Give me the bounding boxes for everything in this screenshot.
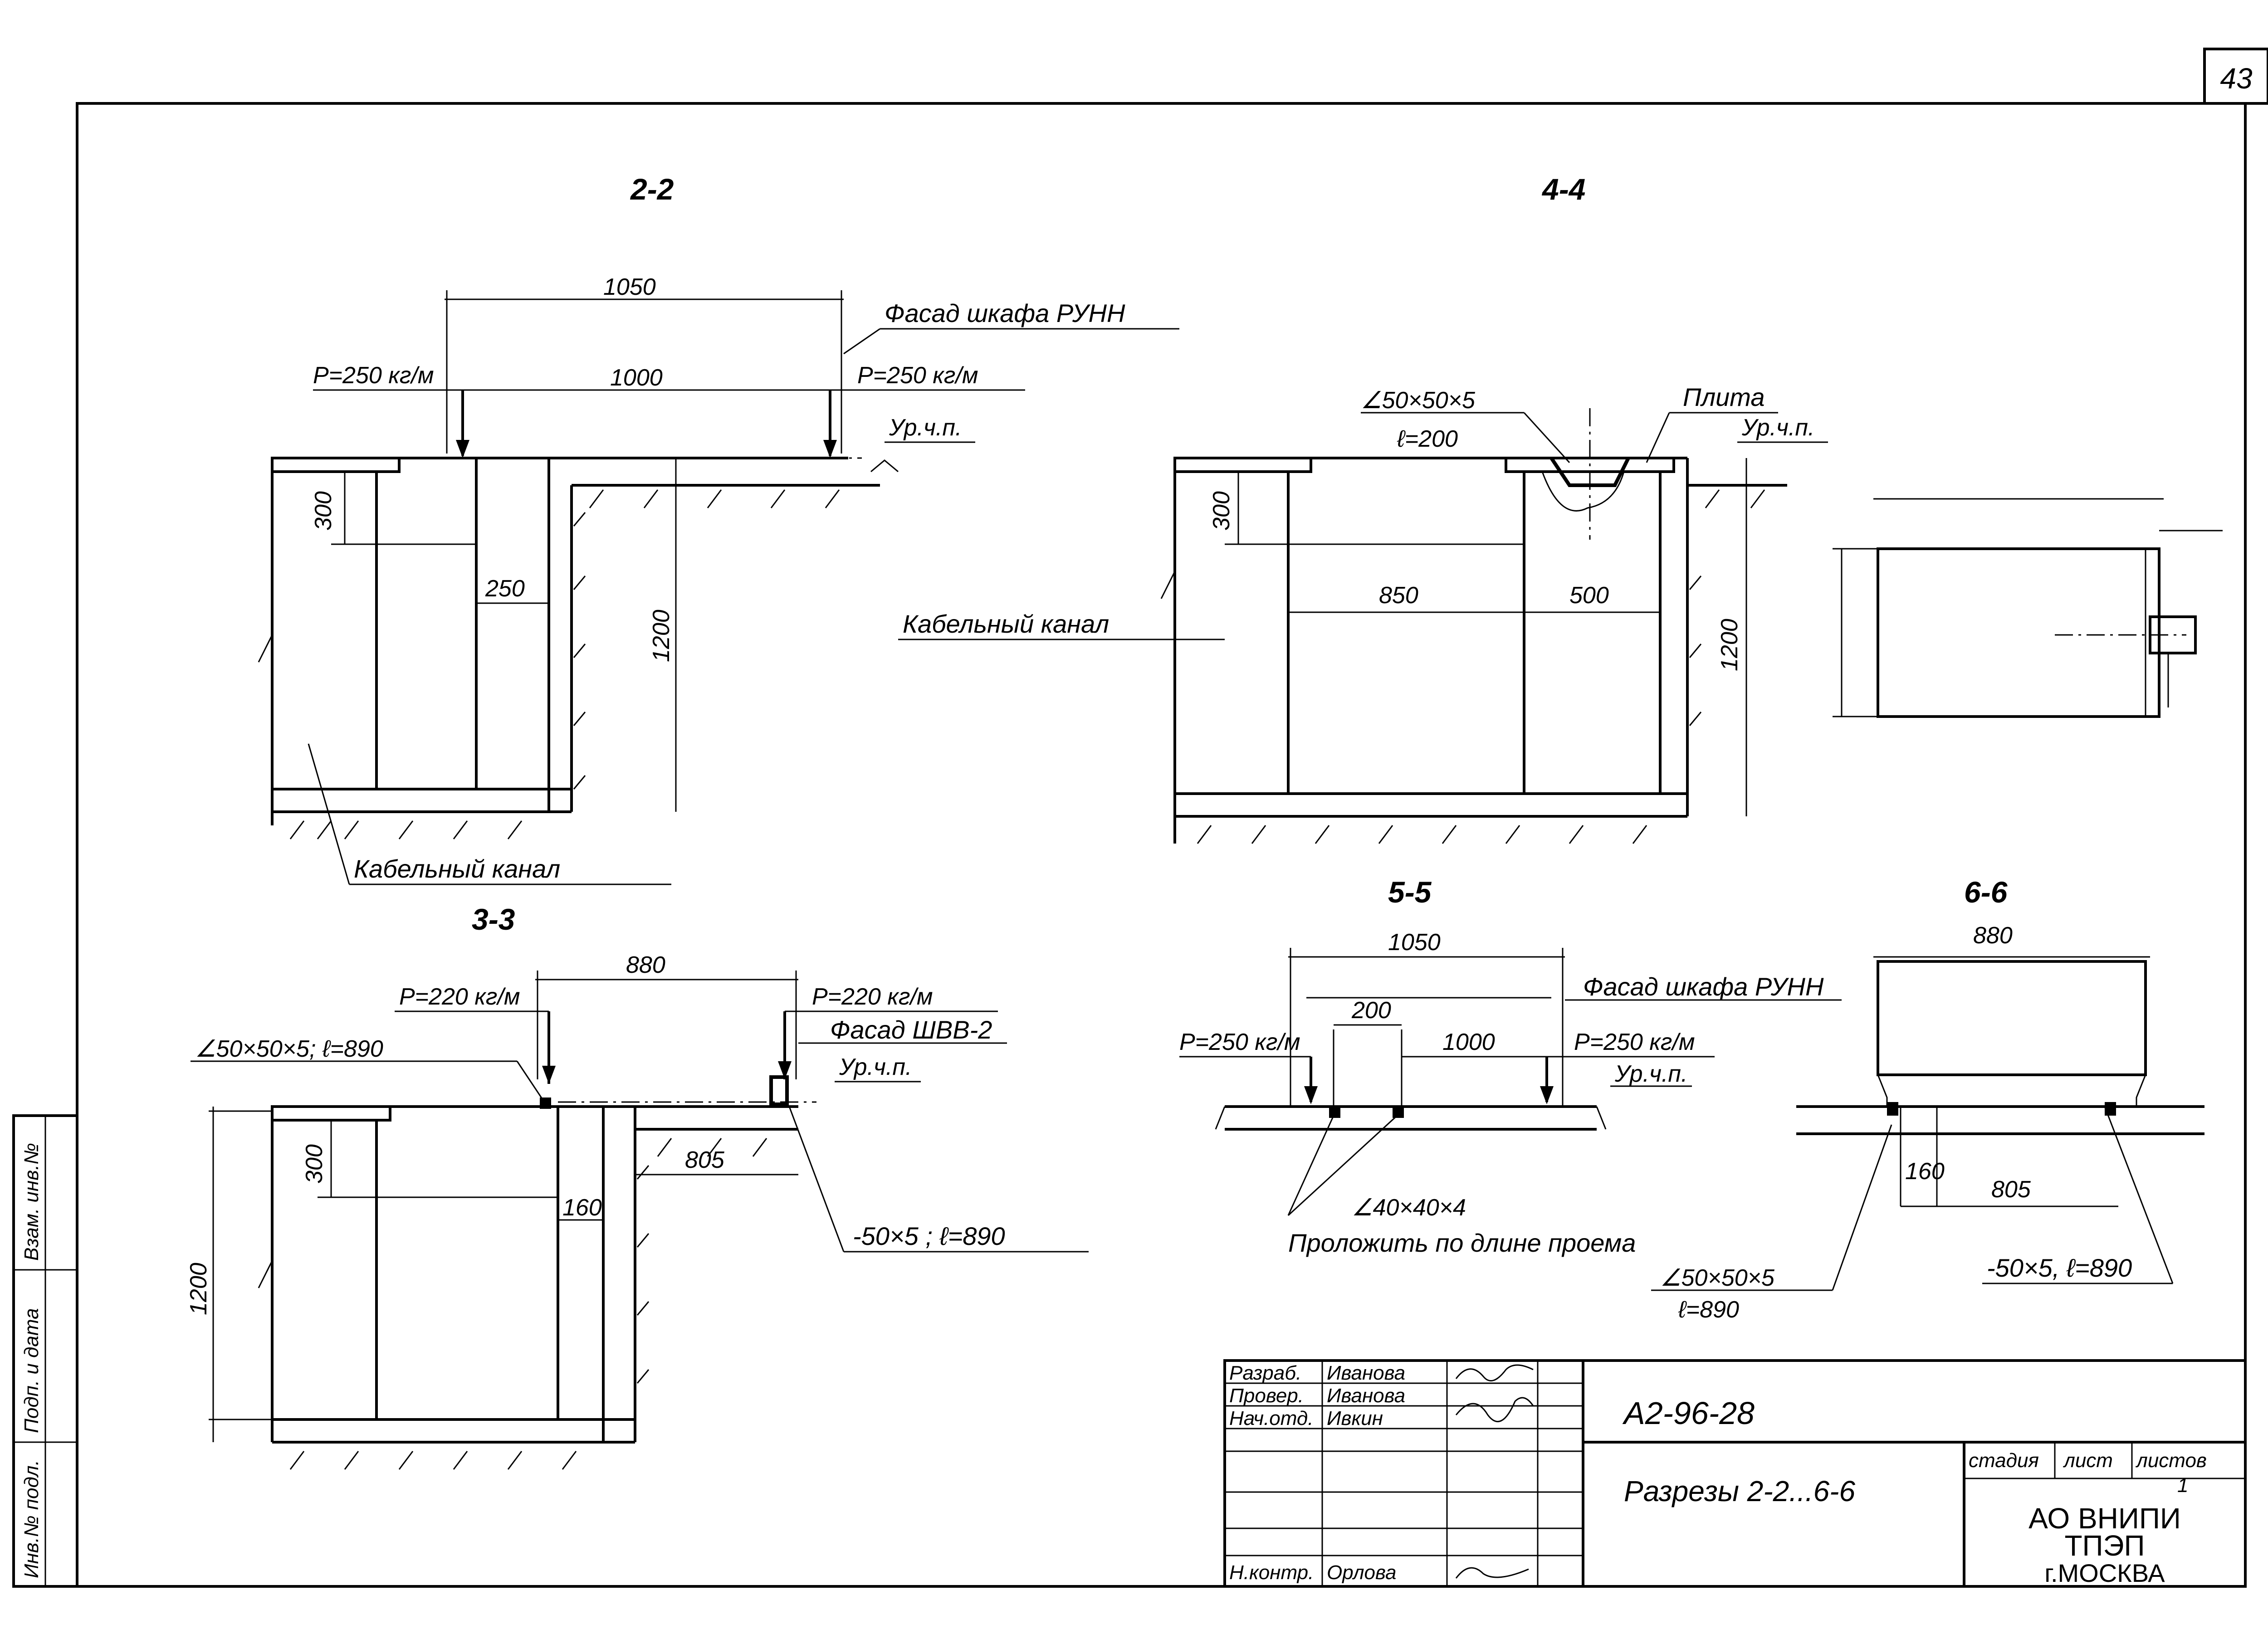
tb-role-2: Провер. (1229, 1385, 1304, 1407)
plate-detail (1833, 498, 2223, 718)
side-stamp-inv-orig: Инв.№ подл. (20, 1460, 43, 1578)
s44-cable-channel: Кабельный канал (903, 610, 1109, 638)
title-block: Разраб. Иванова Провер. Иванова Нач.отд.… (1223, 1359, 2247, 1588)
section-4-4: 4-4 ∠50×50×5 ℓ=200 Плита Ур.ч.п. 300 850… (898, 172, 1828, 844)
section-6-6-title: 6-6 (1964, 875, 2008, 909)
s22-dim-1050: 1050 (603, 274, 656, 300)
s44-dim-850: 850 (1379, 582, 1418, 609)
s55-note: Проложить по длине проема (1288, 1229, 1636, 1257)
s55-angle-len: ℓ=890 (1678, 1297, 1739, 1323)
tb-role-4: Н.контр. (1229, 1561, 1314, 1584)
section-2-2-title: 2-2 (630, 172, 674, 206)
s55-dim-1050: 1050 (1388, 929, 1441, 956)
s33-dim-880: 880 (626, 952, 665, 978)
tb-name-1: Иванова (1327, 1362, 1405, 1384)
s22-dim-250: 250 (485, 576, 525, 602)
tb-col-stage: стадия (1969, 1449, 2039, 1472)
side-stamp: Инв.№ подл. Подп. и дата Взам. инв.№ (12, 1114, 78, 1588)
section-2-2: 2-2 1050 1000 Фасад шкафа РУНН P=250 кг/… (258, 172, 1179, 885)
s22-dim-1200: 1200 (648, 610, 675, 662)
s22-facade: Фасад шкафа РУНН (885, 299, 1125, 327)
s55-dim-1000: 1000 (1442, 1029, 1495, 1055)
s55-level: Ур.ч.п. (1614, 1061, 1687, 1087)
section-4-4-title: 4-4 (1541, 172, 1585, 206)
sheet-frame (76, 102, 2247, 1588)
signature-1 (1455, 1364, 1534, 1381)
side-stamp-inv-repl: Взам. инв.№ (20, 1143, 43, 1261)
tb-name-3: Ивкин (1327, 1407, 1383, 1429)
tb-col-sheet: лист (2063, 1449, 2113, 1472)
s33-load-left: P=220 кг/м (399, 984, 520, 1010)
tb-col-sheets: листов (2135, 1449, 2207, 1472)
tb-sheets-value: 1 (2177, 1474, 2188, 1497)
signature-3 (1455, 1567, 1529, 1579)
s44-dim-300: 300 (1208, 491, 1235, 531)
s33-angle: ∠50×50×5; ℓ=890 (195, 1036, 383, 1062)
s33-strip: -50×5 ; ℓ=890 (853, 1222, 1005, 1250)
tb-role-3: Нач.отд. (1229, 1407, 1313, 1429)
s44-angle: ∠50×50×5 (1361, 387, 1476, 414)
s22-dim-1000: 1000 (610, 365, 663, 391)
s44-dim-1200: 1200 (1716, 619, 1743, 671)
s22-load-right: P=250 кг/м (857, 362, 978, 389)
s33-load-right: P=220 кг/м (812, 984, 933, 1010)
s55-load-right: P=250 кг/м (1574, 1029, 1695, 1055)
s22-load-left: P=250 кг/м (313, 362, 434, 389)
s55-angle: ∠50×50×5 (1660, 1265, 1775, 1291)
s33-dim-805: 805 (685, 1147, 725, 1173)
s66-dim-880: 880 (1973, 922, 2013, 949)
sheet-number-box (2203, 48, 2268, 105)
s55-facade: Фасад шкафа РУНН (1583, 972, 1824, 1001)
s33-dim-160: 160 (562, 1195, 602, 1221)
s33-dim-300: 300 (301, 1144, 327, 1184)
tb-name-2: Иванова (1327, 1385, 1405, 1407)
section-3-3: 3-3 880 P=220 кг/м P=220 кг/м Фасад ШВВ-… (186, 902, 1089, 1470)
s33-facade: Фасад ШВВ-2 (830, 1015, 992, 1044)
tb-org-3: г.МОСКВА (2044, 1559, 2165, 1587)
s44-dim-500: 500 (1569, 582, 1609, 609)
section-5-5: 5-5 1050 Фасад шкафа РУНН 200 1000 P=250… (1179, 875, 1892, 1323)
tb-code: А2-96-28 (1622, 1395, 1755, 1431)
section-3-3-title: 3-3 (472, 902, 515, 936)
s22-cable-channel: Кабельный канал (354, 854, 560, 883)
s33-level: Ур.ч.п. (839, 1054, 912, 1080)
s66-dim-160: 160 (1905, 1158, 1945, 1185)
s22-level: Ур.ч.п. (889, 415, 962, 441)
tb-description: Разрезы 2-2...6-6 (1624, 1475, 1855, 1507)
side-stamp-sign-date: Подп. и дата (20, 1308, 43, 1433)
s44-level: Ур.ч.п. (1741, 415, 1814, 441)
tb-org-1: АО ВНИПИ (2028, 1502, 2181, 1535)
s55-angle-small: ∠40×40×4 (1352, 1195, 1466, 1221)
section-5-5-title: 5-5 (1388, 875, 1432, 909)
s66-dim-805: 805 (1991, 1176, 2031, 1203)
s66-strip: -50×5, ℓ=890 (1987, 1254, 2132, 1282)
s44-plate: Плита (1683, 383, 1765, 411)
sheet-number: 43 (2220, 62, 2253, 95)
tb-org-2: ТПЭП (2064, 1529, 2145, 1562)
s55-dim-200: 200 (1351, 997, 1391, 1024)
tb-role-1: Разраб. (1229, 1362, 1301, 1384)
s22-dim-300: 300 (310, 491, 337, 531)
tb-name-4: Орлова (1327, 1561, 1396, 1584)
section-6-6: 6-6 880 160 805 -50×5, ℓ=890 (1796, 875, 2204, 1284)
signature-2 (1455, 1397, 1534, 1423)
s33-dim-1200: 1200 (186, 1263, 212, 1315)
s55-load-left: P=250 кг/м (1179, 1029, 1300, 1055)
s44-angle-len: ℓ=200 (1397, 426, 1458, 452)
